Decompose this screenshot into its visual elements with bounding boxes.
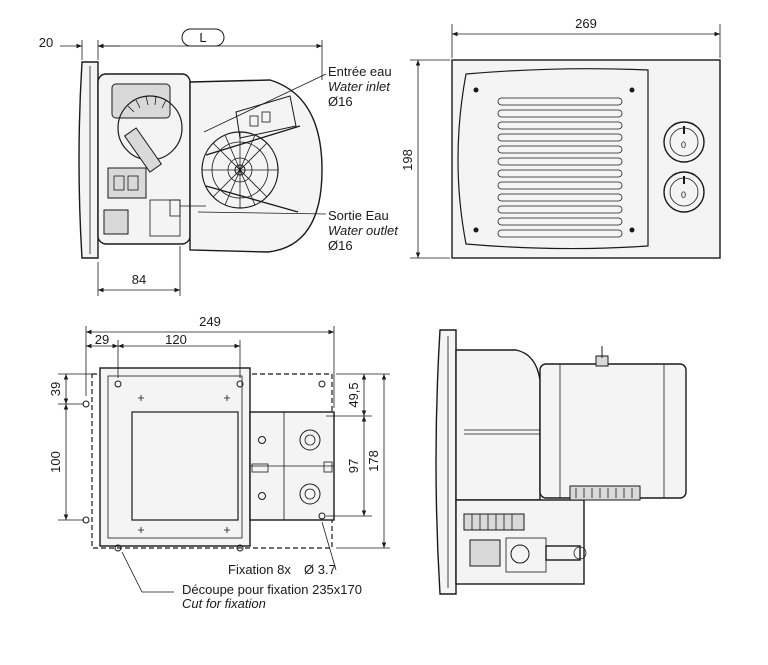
cutout-label-fr: Découpe pour fixation 235x170 xyxy=(182,582,362,597)
dim-flange: 20 xyxy=(39,35,53,50)
control-knob-bottom: 0 xyxy=(663,171,705,213)
inlet-diameter: Ø16 xyxy=(328,94,353,109)
dim-bottom: 84 xyxy=(132,272,146,287)
svg-text:0: 0 xyxy=(681,140,686,150)
cutout-label-en: Cut for fixation xyxy=(182,596,266,611)
dim-front-width: 269 xyxy=(575,16,597,31)
front-view: 0 0 269 198 xyxy=(400,16,721,259)
dim-front-height: 198 xyxy=(400,149,415,171)
dim-right-total: 178 xyxy=(366,450,381,472)
fixing-diameter: Ø 3.7 xyxy=(304,562,336,577)
dim-offset: 29 xyxy=(95,332,109,347)
dim-total-width: 249 xyxy=(199,314,221,329)
side-view-top: 20 L 84 Entrée eau Water inlet Ø16 Sorti… xyxy=(39,28,399,296)
svg-text:0: 0 xyxy=(681,190,686,200)
grille xyxy=(497,97,623,238)
dim-length-label: L xyxy=(199,30,206,45)
outlet-label-en: Water outlet xyxy=(328,223,399,238)
dim-right-top: 49,5 xyxy=(346,382,361,407)
outlet-label-fr: Sortie Eau xyxy=(328,208,389,223)
rear-cutout-view: 249 29 120 39 100 49,5 97 178 Fix xyxy=(48,314,390,611)
control-knob-top: 0 xyxy=(663,121,705,163)
inlet-label-fr: Entrée eau xyxy=(328,64,392,79)
dim-top-offset: 39 xyxy=(48,382,63,396)
dim-span: 120 xyxy=(165,332,187,347)
dim-right-mid: 97 xyxy=(346,459,361,473)
fixing-label: Fixation 8x xyxy=(228,562,291,577)
inlet-label-en: Water inlet xyxy=(328,79,391,94)
outlet-diameter: Ø16 xyxy=(328,238,353,253)
dim-left-height: 100 xyxy=(48,451,63,473)
side-view-bottom xyxy=(435,329,687,595)
